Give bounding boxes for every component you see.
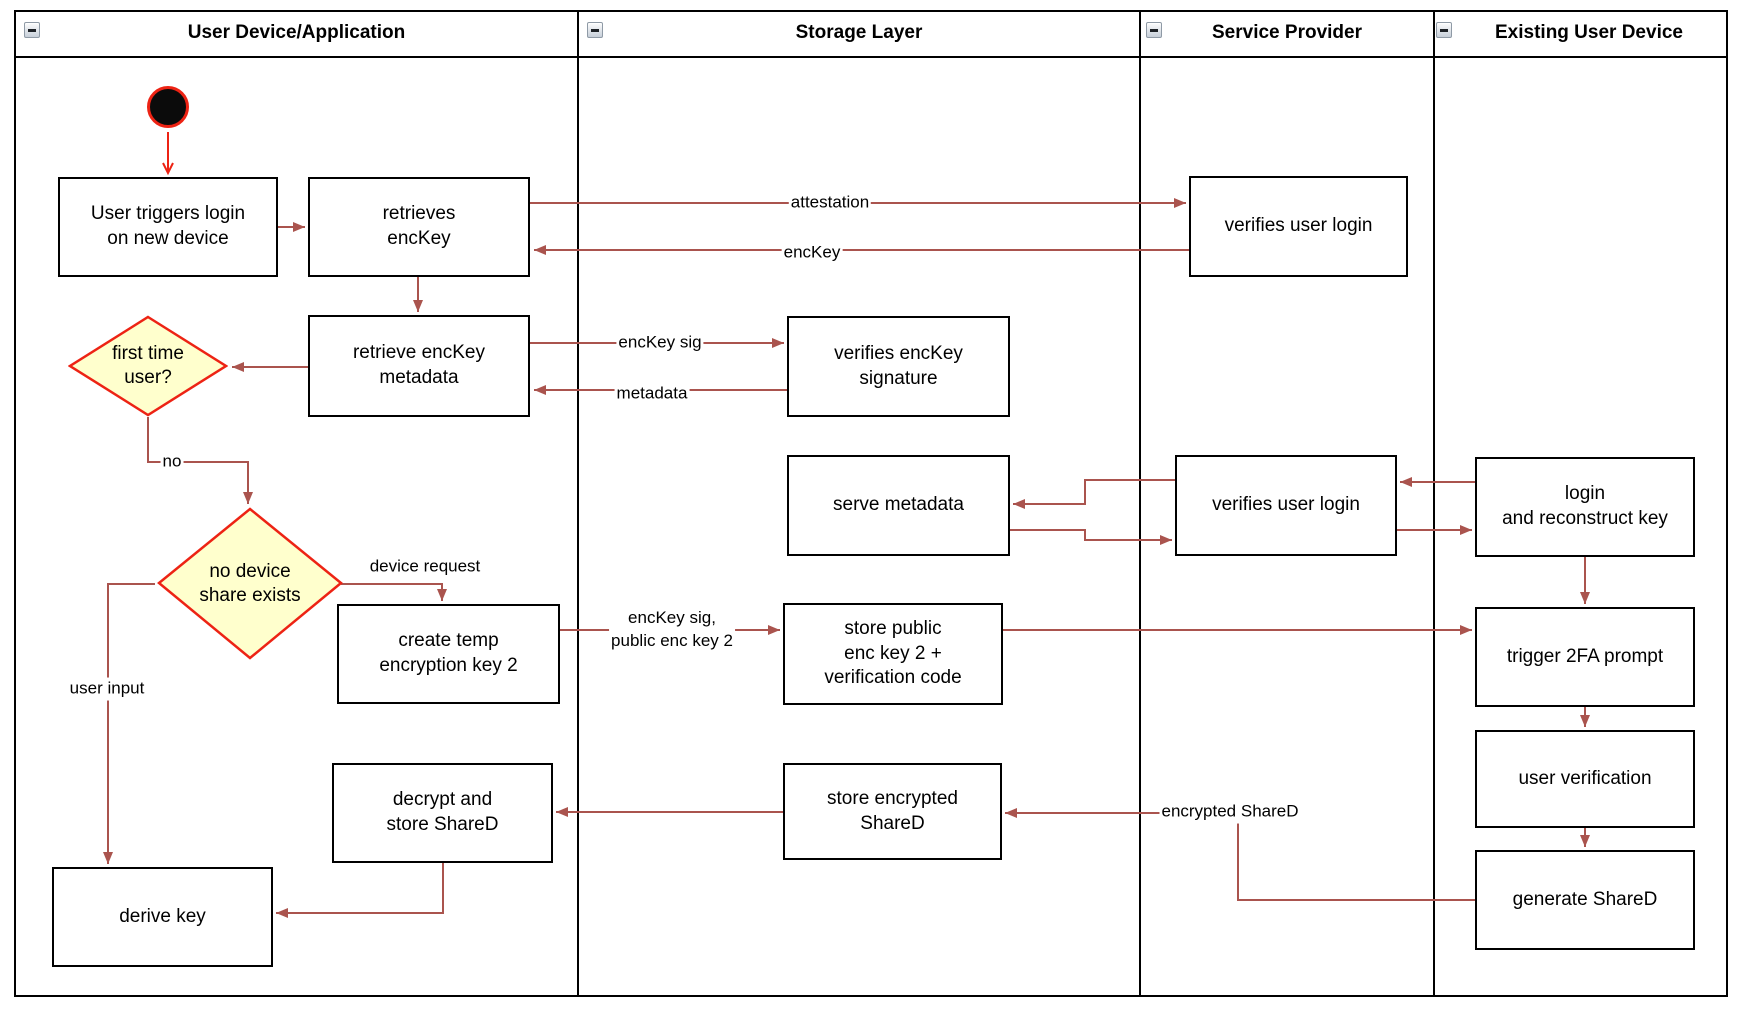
- collapse-icon-lane3[interactable]: [1146, 22, 1162, 38]
- edge-label-encrypted-shared: encrypted ShareD: [1159, 800, 1301, 824]
- node-retrieves-enckey[interactable]: retrieves encKey: [308, 177, 530, 277]
- decision-no-device-share[interactable]: no device share exists: [157, 507, 343, 660]
- node-verifies-user-login-2[interactable]: verifies user login: [1175, 455, 1397, 556]
- lane-separator-1: [577, 10, 579, 997]
- collapse-icon-lane2[interactable]: [587, 22, 603, 38]
- node-login-reconstruct-key[interactable]: login and reconstruct key: [1475, 457, 1695, 557]
- lane-header-rule: [14, 56, 1728, 58]
- lane-title-service-provider: Service Provider: [1212, 22, 1362, 43]
- node-create-temp-key[interactable]: create temp encryption key 2: [337, 604, 560, 704]
- diamond-shape: [157, 507, 343, 660]
- node-retrieve-enckey-metadata[interactable]: retrieve encKey metadata: [308, 315, 530, 417]
- decision-first-time-user[interactable]: first time user?: [68, 315, 228, 417]
- lane-header-storage-layer[interactable]: Storage Layer: [579, 10, 1139, 56]
- initial-node[interactable]: [147, 86, 189, 128]
- node-serve-metadata[interactable]: serve metadata: [787, 455, 1010, 556]
- edge-label-device-request: device request: [367, 555, 483, 579]
- decision-no-device-share-label: no device share exists: [199, 560, 301, 606]
- decision-first-time-user-label: first time user?: [112, 343, 184, 388]
- node-decrypt-store-shared[interactable]: decrypt and store ShareD: [332, 763, 553, 863]
- node-store-encrypted-shared[interactable]: store encrypted ShareD: [783, 763, 1002, 860]
- lane-header-existing-user-device[interactable]: Existing User Device: [1450, 10, 1728, 56]
- edge-label-attestation: attestation: [788, 191, 872, 215]
- lane-header-service-provider[interactable]: Service Provider: [1141, 10, 1433, 56]
- node-generate-shared[interactable]: generate ShareD: [1475, 850, 1695, 950]
- node-trigger-2fa-prompt[interactable]: trigger 2FA prompt: [1475, 607, 1695, 707]
- node-verifies-enckey-signature[interactable]: verifies encKey signature: [787, 316, 1010, 417]
- edge-label-enckey: encKey: [781, 241, 843, 265]
- node-user-triggers-login[interactable]: User triggers login on new device: [58, 177, 278, 277]
- lane-title-user-device: User Device/Application: [187, 22, 406, 43]
- lane-title-storage-layer: Storage Layer: [795, 22, 923, 43]
- edge-label-user-input: user input: [67, 677, 147, 701]
- lane-separator-3: [1433, 10, 1435, 997]
- node-verifies-user-login-1[interactable]: verifies user login: [1189, 176, 1408, 277]
- node-user-verification[interactable]: user verification: [1475, 730, 1695, 828]
- edge-label-no: no: [160, 450, 184, 474]
- lane-title-existing-user-device: Existing User Device: [1495, 22, 1683, 43]
- lane-separator-2: [1139, 10, 1141, 997]
- edge-label-enckey-sig: encKey sig: [616, 331, 704, 355]
- edge-label-metadata: metadata: [614, 382, 690, 406]
- diamond-shape: [68, 315, 228, 417]
- node-derive-key[interactable]: derive key: [52, 867, 273, 967]
- node-store-public-key[interactable]: store public enc key 2 + verification co…: [783, 603, 1003, 705]
- lane-header-user-device[interactable]: User Device/Application: [16, 10, 577, 56]
- collapse-icon-lane4[interactable]: [1436, 22, 1452, 38]
- collapse-icon-lane1[interactable]: [24, 22, 40, 38]
- edge-label-enckey-sig-public: encKey sig, public enc key 2: [609, 607, 735, 653]
